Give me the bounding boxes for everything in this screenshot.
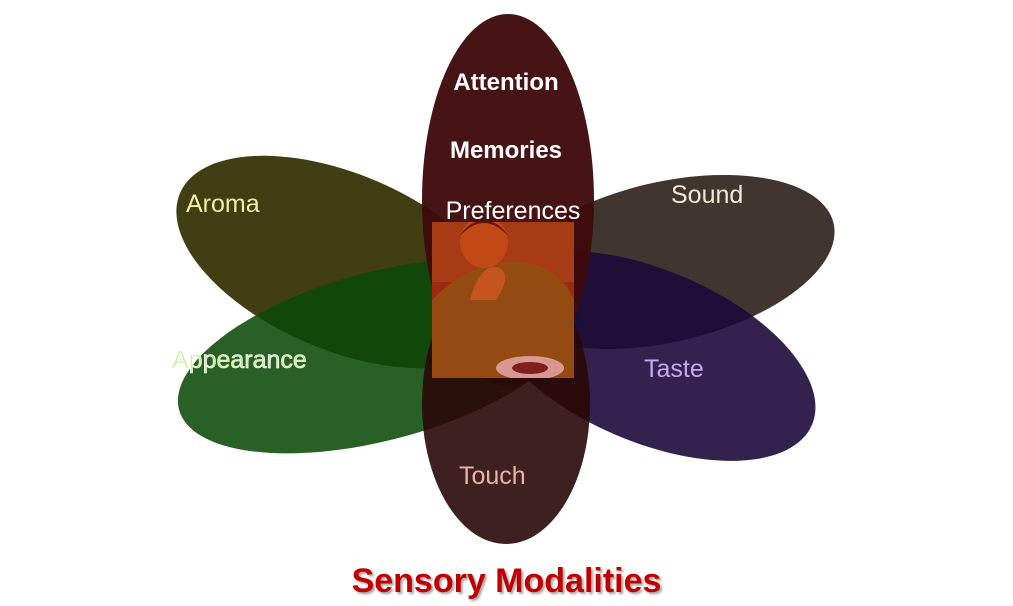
center-photo xyxy=(432,222,574,378)
taste-label: Taste xyxy=(644,355,704,383)
preferences-label: Preferences xyxy=(446,197,581,225)
aroma-label: Aroma xyxy=(186,190,260,218)
diagram-caption: Sensory Modalities xyxy=(351,562,662,600)
attention-label: Attention xyxy=(453,69,558,96)
appearance-label: Appearance xyxy=(172,346,307,374)
sound-label: Sound xyxy=(671,181,743,209)
memories-label: Memories xyxy=(450,137,562,164)
touch-label: Touch xyxy=(459,462,526,490)
